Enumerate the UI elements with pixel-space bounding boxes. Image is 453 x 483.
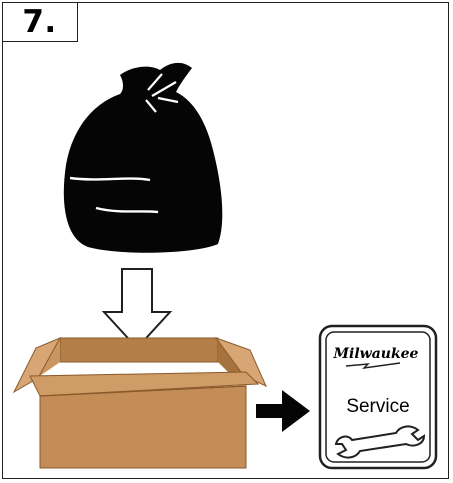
garbage-bag-icon	[64, 63, 222, 253]
cardboard-box-icon	[14, 338, 266, 468]
right-arrow-icon	[256, 390, 310, 432]
service-card: Milwaukee Service	[320, 326, 436, 468]
service-label: Service	[346, 396, 409, 417]
down-arrow-icon	[104, 269, 170, 348]
milwaukee-logo: Milwaukee	[333, 346, 419, 362]
